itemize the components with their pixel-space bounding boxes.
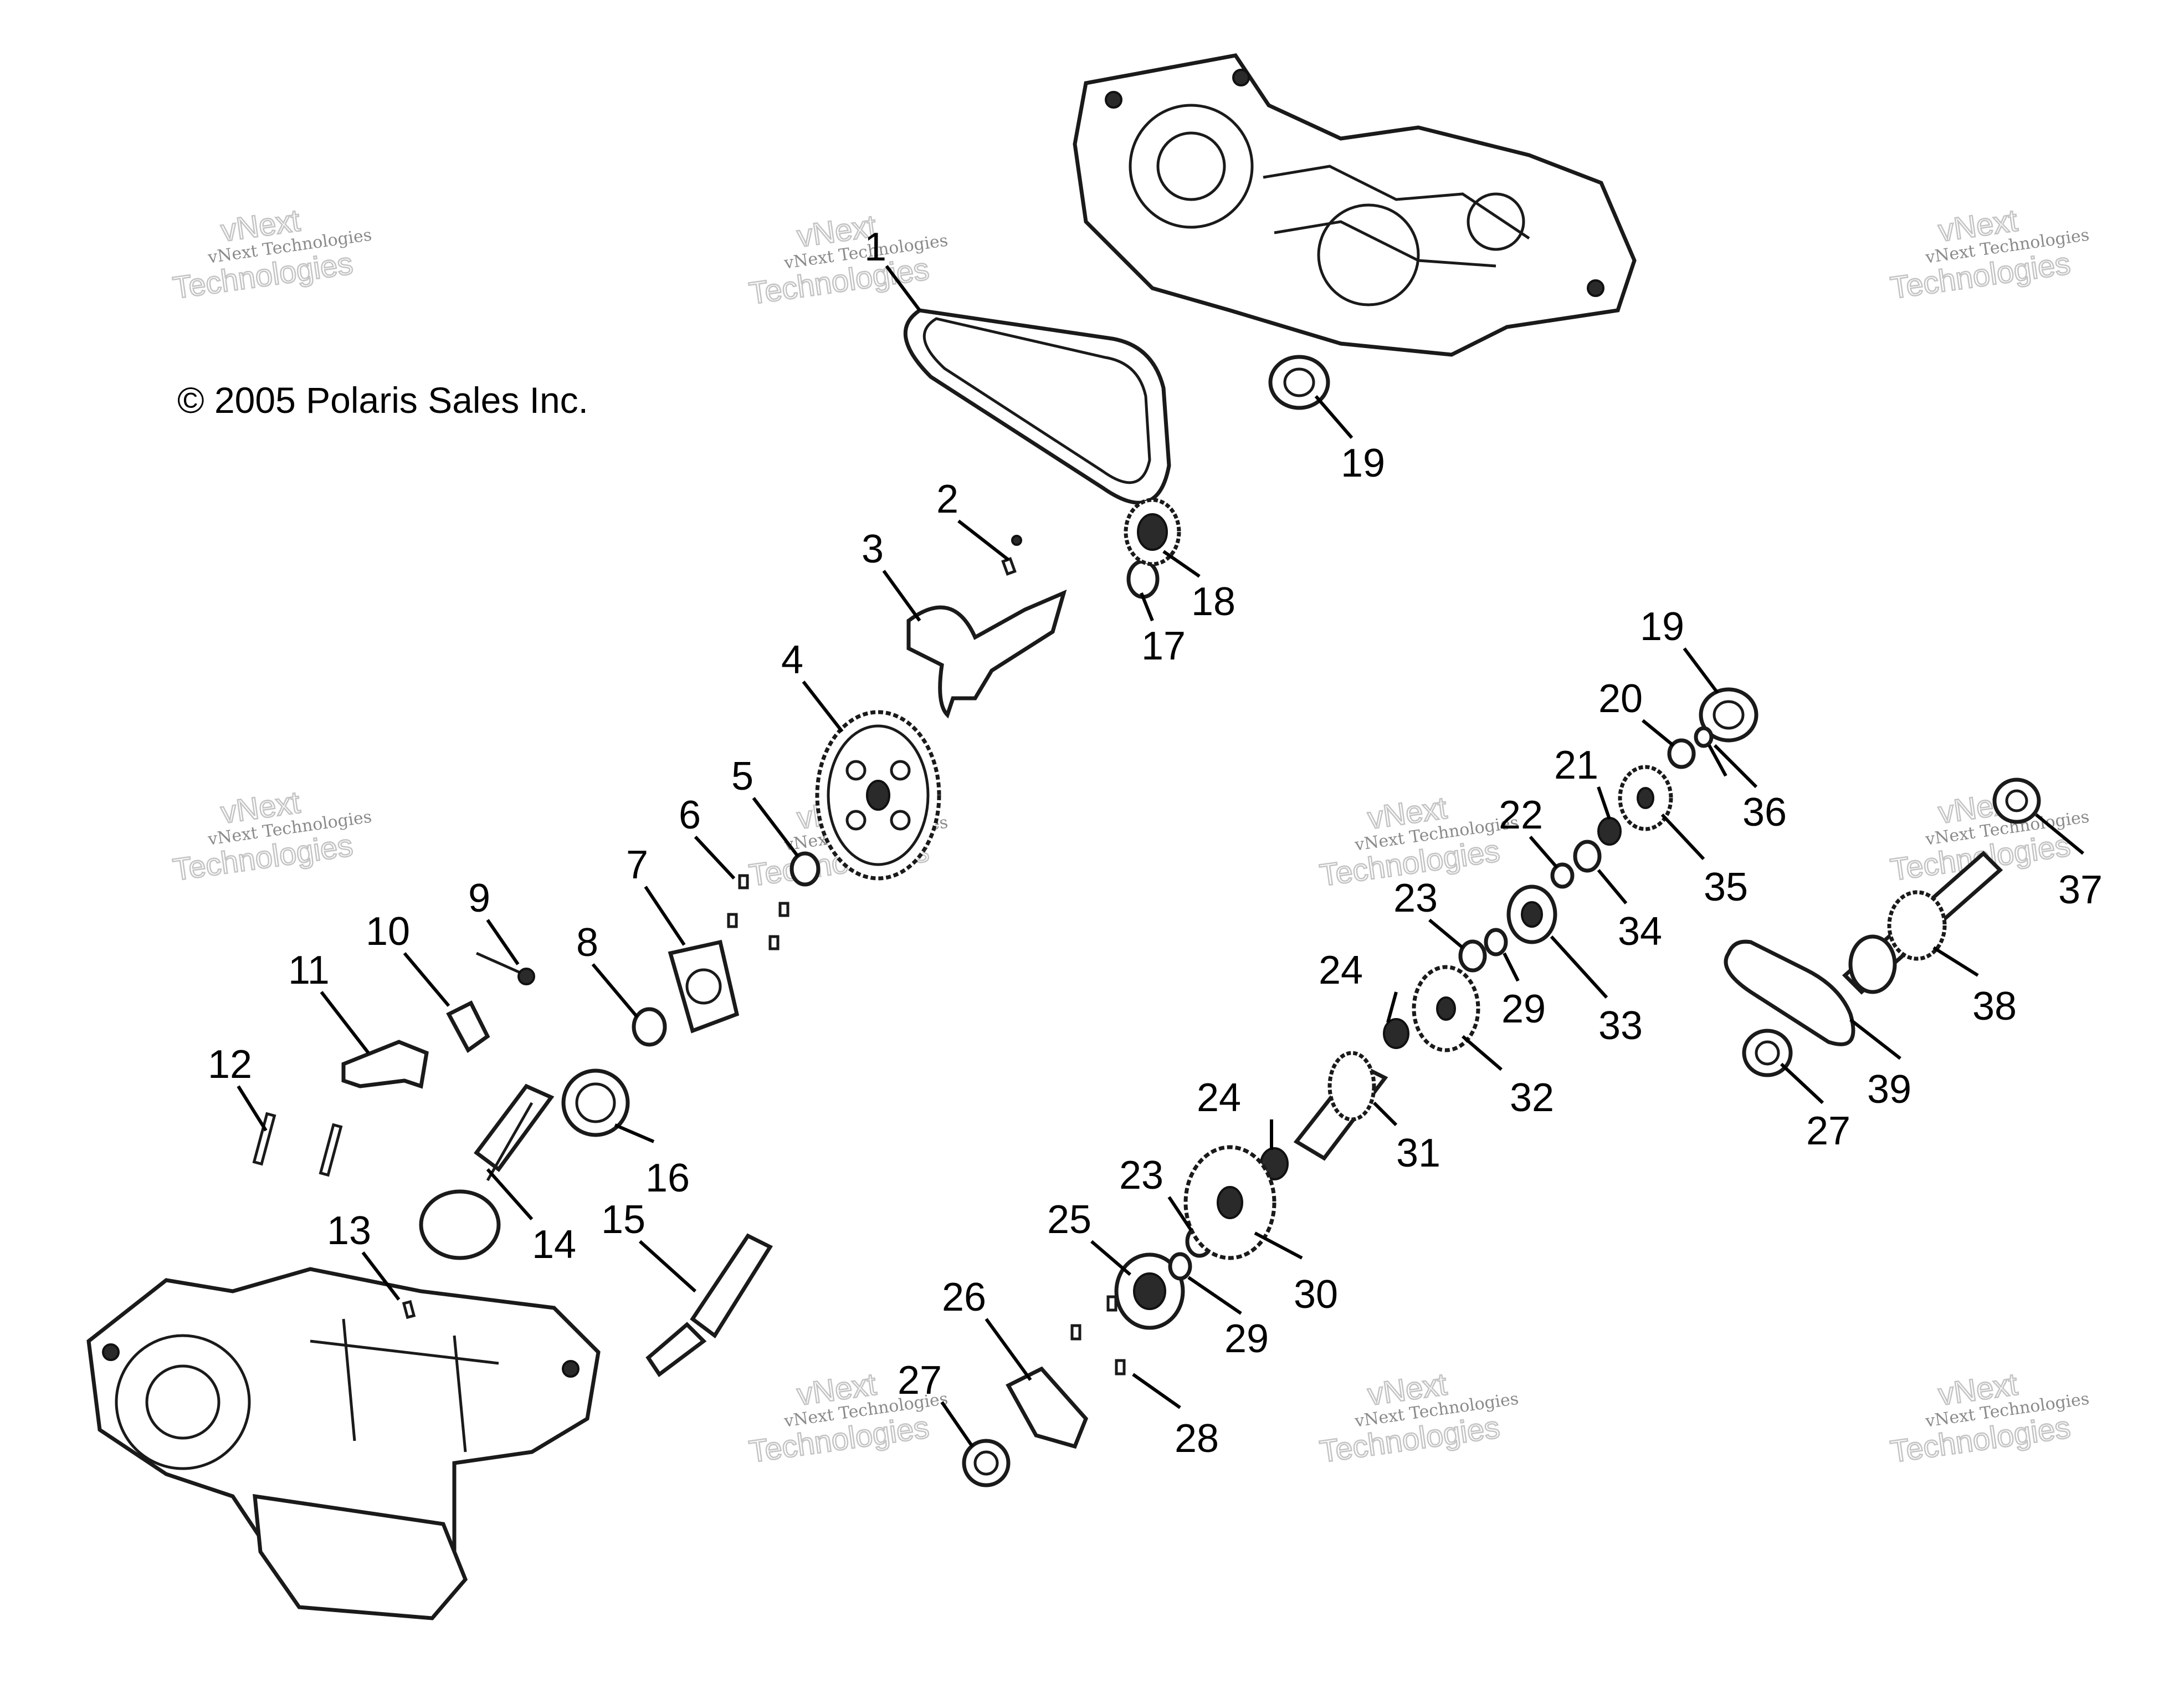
callout-10: 10 xyxy=(366,909,410,954)
bearing-19-right xyxy=(1699,687,1759,743)
bearing-27-right xyxy=(1742,1029,1793,1077)
bearing-16 xyxy=(561,1068,630,1137)
gasket-plate xyxy=(668,939,740,1034)
callout-37: 37 xyxy=(2058,868,2103,912)
bushing-21 xyxy=(1597,817,1622,846)
callout-32: 32 xyxy=(1510,1076,1554,1120)
hub-25 xyxy=(1114,1252,1185,1330)
callout-6: 6 xyxy=(679,793,701,837)
watermark: vNext vNext Technologies Technologies xyxy=(1317,1366,1520,1470)
washer-22 xyxy=(1550,862,1575,889)
callout-4: 4 xyxy=(781,638,803,682)
callout-19-top: 19 xyxy=(1341,441,1385,485)
chain-39 xyxy=(1724,939,1855,1046)
washer-23-upper xyxy=(1458,939,1487,973)
callout-2: 2 xyxy=(936,477,958,521)
callout-28: 28 xyxy=(1175,1416,1219,1461)
crankcase-lower xyxy=(86,1267,601,1620)
callout-labels: 1 2 3 4 5 6 7 8 9 10 11 12 13 14 15 16 1… xyxy=(208,225,2103,1461)
callout-12: 12 xyxy=(208,1042,252,1087)
callout-24-lower: 24 xyxy=(1197,1076,1241,1120)
callout-15: 15 xyxy=(601,1198,645,1242)
callout-9: 9 xyxy=(468,876,490,920)
callout-13: 13 xyxy=(327,1209,371,1253)
callout-38: 38 xyxy=(1972,984,2017,1029)
watermark: vNext vNext Technologies Technologies xyxy=(170,202,373,306)
callout-25: 25 xyxy=(1047,1198,1091,1242)
bearing-19-top xyxy=(1268,355,1330,410)
washer-29-lower xyxy=(1168,1252,1192,1281)
callout-19-right: 19 xyxy=(1640,605,1684,649)
bolts-28 xyxy=(1070,1295,1126,1375)
callout-1: 1 xyxy=(864,225,886,269)
callout-30: 30 xyxy=(1294,1272,1338,1317)
callout-22: 22 xyxy=(1499,793,1543,837)
ring-17 xyxy=(1126,559,1160,599)
callout-29-lower: 29 xyxy=(1224,1317,1269,1361)
detent-10 xyxy=(446,1000,490,1053)
bearing-27-left xyxy=(962,1439,1011,1487)
washer-20 xyxy=(1667,738,1696,769)
washer-29-upper xyxy=(1484,928,1508,957)
shaft-31 xyxy=(1293,1051,1388,1161)
callout-26: 26 xyxy=(942,1275,986,1320)
crankcase-upper xyxy=(1073,53,1637,357)
leader-lines xyxy=(237,265,2084,1448)
callout-7: 7 xyxy=(626,843,648,887)
callout-23-upper: 23 xyxy=(1393,876,1438,920)
callout-17: 17 xyxy=(1141,624,1186,668)
pin-13 xyxy=(402,1300,416,1320)
washer-36 xyxy=(1694,726,1714,748)
large-gear xyxy=(815,710,941,881)
watermark: vNext vNext Technologies Technologies xyxy=(1888,1366,2090,1470)
gear-35 xyxy=(1618,765,1673,831)
sprocket-18 xyxy=(1124,498,1181,566)
callout-16: 16 xyxy=(645,1156,690,1200)
shaft-14 xyxy=(419,1083,555,1260)
hub-33 xyxy=(1506,884,1557,944)
copyright-notice: © 2005 Polaris Sales Inc. xyxy=(177,380,588,421)
callout-8: 8 xyxy=(576,920,598,965)
callout-27-left: 27 xyxy=(898,1358,942,1403)
callout-18: 18 xyxy=(1191,580,1235,624)
shaft-15 xyxy=(645,1233,773,1378)
dowel-pins-12 xyxy=(252,1112,343,1177)
callout-14: 14 xyxy=(532,1223,576,1267)
snap-ring-5 xyxy=(789,851,821,887)
o-ring-8 xyxy=(632,1007,667,1047)
callout-11: 11 xyxy=(288,948,330,993)
watermark: vNext vNext Technologies Technologies xyxy=(170,784,373,888)
bearing-37 xyxy=(1992,778,2041,824)
gear-32 xyxy=(1412,965,1480,1052)
callout-36: 36 xyxy=(1742,790,1787,835)
screw-2 xyxy=(1001,535,1022,576)
callout-39: 39 xyxy=(1867,1067,1911,1112)
callout-24-upper: 24 xyxy=(1319,948,1363,993)
watermark: vNext vNext Technologies Technologies xyxy=(746,207,949,311)
lever-11 xyxy=(341,1040,429,1089)
bushing-24-upper xyxy=(1383,1018,1409,1049)
screws-6 xyxy=(727,874,789,950)
shaft-38 xyxy=(1842,851,2003,995)
callout-23-lower: 23 xyxy=(1119,1153,1163,1198)
callout-34: 34 xyxy=(1618,909,1662,954)
ring-34 xyxy=(1573,840,1602,873)
callout-5: 5 xyxy=(731,754,753,799)
drive-belt xyxy=(903,308,1171,505)
parts xyxy=(86,53,2041,1620)
callout-35: 35 xyxy=(1704,865,1748,909)
gear-30 xyxy=(1183,1145,1276,1260)
callout-27-right: 27 xyxy=(1806,1109,1850,1153)
callout-33: 33 xyxy=(1598,1004,1643,1048)
callout-29-upper: 29 xyxy=(1501,987,1546,1031)
callout-31: 31 xyxy=(1396,1131,1440,1175)
shift-fork xyxy=(906,589,1067,719)
callout-20: 20 xyxy=(1598,677,1643,721)
watermark: vNext vNext Technologies Technologies xyxy=(1888,202,2090,306)
pin-9 xyxy=(475,952,535,985)
retainer-plate-26 xyxy=(1006,1366,1089,1449)
callout-21: 21 xyxy=(1554,743,1598,787)
callout-3: 3 xyxy=(862,527,884,571)
